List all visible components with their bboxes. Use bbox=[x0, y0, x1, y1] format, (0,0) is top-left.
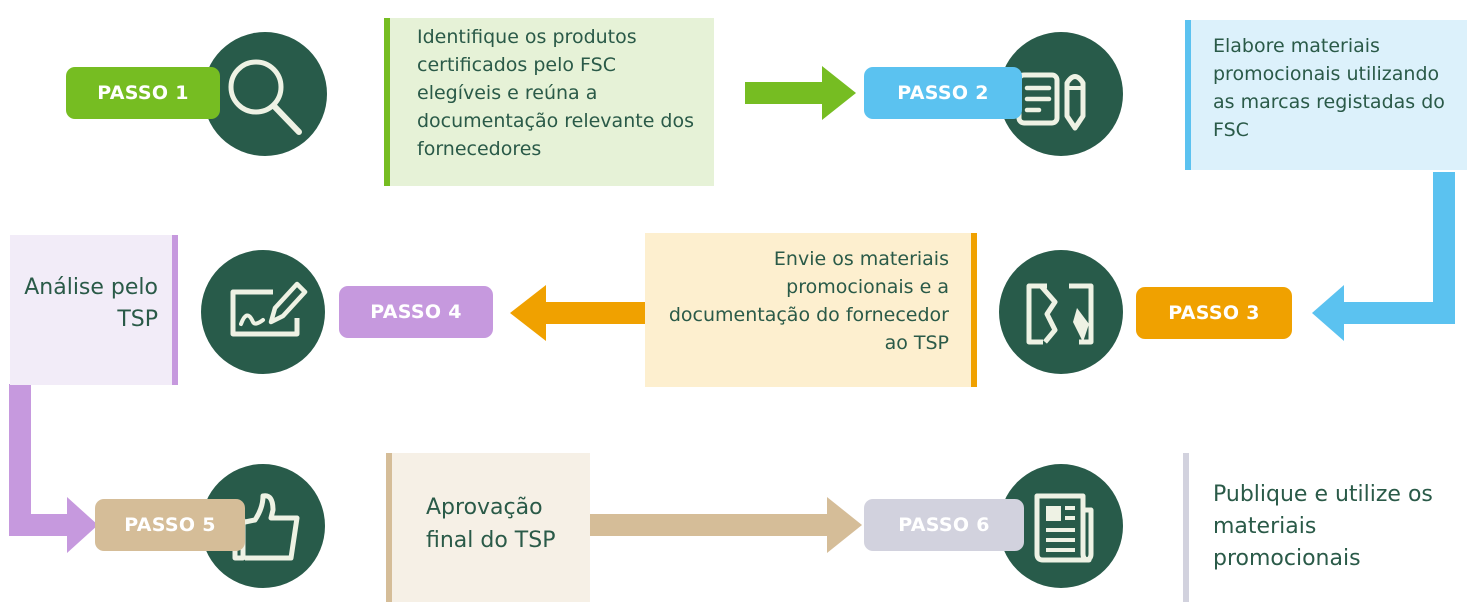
step3-label-pill: PASSO 3 bbox=[1136, 287, 1292, 339]
step5-description: Aprovação final do TSP bbox=[426, 495, 556, 553]
arrow-review-to-step5 bbox=[9, 384, 98, 553]
step6-label-pill: PASSO 6 bbox=[864, 499, 1024, 551]
step2-icon-circle bbox=[999, 32, 1123, 156]
step4-label-pill: PASSO 4 bbox=[339, 286, 493, 338]
step1-label-pill: PASSO 1 bbox=[66, 67, 220, 119]
step1-icon-circle bbox=[203, 32, 327, 156]
arrow-step5-to-step6 bbox=[590, 497, 862, 553]
step3-description: Envie os materiais promocionais e a docu… bbox=[668, 248, 949, 354]
step4-icon-circle bbox=[201, 250, 325, 374]
step2-label-pill: PASSO 2 bbox=[864, 67, 1022, 119]
signature-icon bbox=[230, 281, 308, 337]
step5-label-pill: PASSO 5 bbox=[95, 499, 245, 551]
step4-text-box: Análise pelo TSP bbox=[10, 235, 178, 385]
step5-text-box: Aprovação final do TSP bbox=[386, 453, 590, 602]
step3-icon-circle bbox=[999, 250, 1123, 374]
arrow-step1-to-step2 bbox=[745, 66, 856, 120]
arrow-step2-to-step3 bbox=[1312, 172, 1455, 341]
step2-description: Elabore materiais promocionais utilizand… bbox=[1213, 35, 1445, 141]
step4-description: Análise pelo TSP bbox=[24, 275, 158, 332]
magnifier-icon bbox=[228, 59, 302, 135]
step1-description: Identifique os produtos certificados pel… bbox=[417, 26, 695, 160]
step1-text-box: Identifique os produtos certificados pel… bbox=[384, 18, 714, 186]
arrow-step3-to-step4 bbox=[510, 285, 645, 341]
step2-text-box: Elabore materiais promocionais utilizand… bbox=[1185, 20, 1467, 170]
step6-text-box: Publique e utilize os materiais promocio… bbox=[1183, 453, 1467, 602]
exchange-icon bbox=[1026, 283, 1094, 345]
step6-description: Publique e utilize os materiais promocio… bbox=[1213, 482, 1433, 571]
step3-text-box: Envie os materiais promocionais e a docu… bbox=[645, 233, 977, 387]
newspaper-icon bbox=[1034, 493, 1094, 563]
